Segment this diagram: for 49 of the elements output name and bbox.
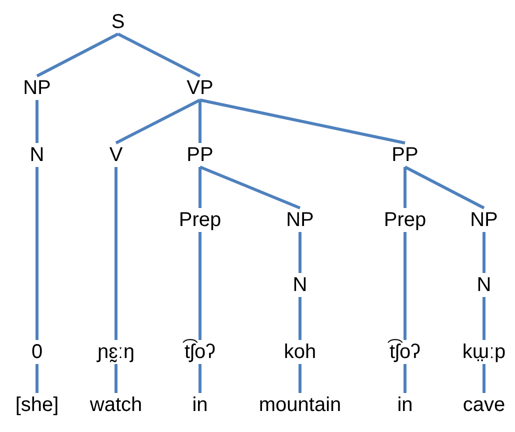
tree-branch [36, 364, 38, 393]
tree-branch [117, 32, 201, 78]
tree-branch [404, 166, 485, 210]
tree-branch [36, 32, 119, 78]
phonetic-word: koh [282, 340, 318, 364]
phonetic-word: 0 [30, 340, 44, 364]
tree-branch [404, 167, 406, 208]
category-label: PP [186, 143, 214, 167]
tree-branch [36, 100, 38, 143]
tree-branch [199, 166, 301, 210]
tree-branch [482, 364, 486, 393]
gloss-word: cave [462, 393, 506, 417]
tree-branch [198, 232, 202, 340]
tree-branch [36, 167, 38, 340]
phonetic-word: t͡ʃoʔ [388, 340, 422, 364]
tree-branch [198, 167, 202, 208]
category-label: NP [22, 76, 52, 100]
category-label: S [110, 10, 126, 34]
tree-branch [114, 167, 118, 340]
tree-branch [404, 232, 406, 340]
tree-branch [198, 364, 202, 393]
tree-branch [298, 232, 302, 273]
category-label: NP [285, 208, 315, 232]
tree-branch [482, 297, 486, 340]
phonetic-word: ɲɛ̰ːŋ [96, 340, 136, 364]
category-label: Prep [178, 208, 222, 232]
tree-branch [404, 364, 406, 393]
phonetic-word: kɯ̤ːp [461, 340, 507, 364]
category-label: V [108, 143, 124, 167]
category-label: N [292, 273, 308, 297]
tree-branch [298, 364, 302, 393]
category-label: N [28, 143, 46, 167]
tree-branch [114, 364, 118, 393]
phonetic-word: t͡ʃoʔ [183, 340, 217, 364]
gloss-word: mountain [258, 393, 342, 417]
tree-branch [200, 98, 406, 144]
gloss-word: in [191, 393, 209, 417]
category-label: NP [469, 208, 499, 232]
gloss-word: watch [88, 393, 144, 417]
category-label: Prep [382, 208, 428, 232]
tree-branch [115, 98, 201, 144]
tree-branch [298, 297, 302, 340]
category-label: PP [390, 143, 420, 167]
gloss-word: in [396, 393, 414, 417]
category-label: VP [186, 76, 214, 100]
gloss-word: [she] [14, 393, 60, 417]
tree-branch [482, 232, 486, 273]
category-label: N [476, 273, 492, 297]
tree-branch [198, 100, 202, 143]
